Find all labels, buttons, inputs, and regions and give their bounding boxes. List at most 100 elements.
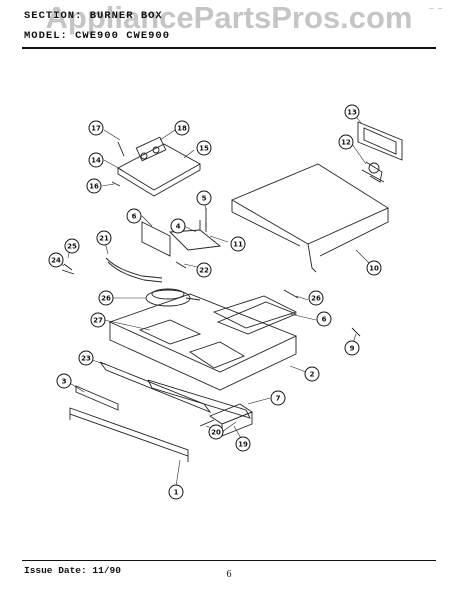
callout-circle: [174, 120, 190, 136]
callout-15: 15: [196, 140, 212, 156]
callout-circle: [168, 484, 184, 500]
callout-label: 6: [322, 316, 327, 324]
callout-circle: [126, 208, 142, 224]
burner-box-floor: [108, 293, 298, 391]
callout-circle: [64, 238, 80, 254]
valve-bracket: [361, 161, 385, 183]
callout-circle: [96, 230, 112, 246]
callout-circle: [308, 290, 324, 306]
callout-26a: 26: [98, 290, 114, 306]
callout-label: 18: [177, 125, 187, 133]
callout-circle: [56, 373, 72, 389]
bottom-channel: [69, 407, 189, 462]
burner-box-cover: [230, 163, 389, 273]
flue-plate: [216, 301, 298, 335]
page-number: 6: [226, 569, 232, 580]
gas-tube: [105, 257, 163, 283]
callout-3: 3: [56, 373, 72, 389]
callout-circle: [48, 252, 64, 268]
callout-label: 24: [51, 257, 61, 265]
callout-circle: [86, 178, 102, 194]
callout-label: 19: [238, 441, 248, 449]
callout-label: 13: [347, 109, 357, 117]
callout-12: 12: [338, 134, 354, 150]
callout-14: 14: [88, 152, 104, 168]
callout-label: 11: [233, 241, 243, 249]
callout-label: 20: [211, 429, 221, 437]
callout-5: 5: [196, 190, 212, 206]
callout-label: 21: [99, 235, 109, 243]
callout-circle: [196, 140, 212, 156]
callout-circle: [196, 262, 212, 278]
callout-label: 26: [101, 295, 111, 303]
callout-circle: [88, 120, 104, 136]
callout-label: 1: [174, 489, 179, 497]
door-trim-frame: [357, 121, 403, 161]
callout-circle: [316, 311, 332, 327]
callout-circle: [230, 236, 246, 252]
front-rail: [99, 361, 212, 414]
callout-24: 24: [48, 252, 64, 268]
header-rule: [22, 47, 436, 49]
callout-2: 2: [304, 366, 320, 382]
callout-label: 4: [176, 223, 181, 231]
callout-label: 15: [199, 145, 209, 153]
callout-circle: [208, 424, 224, 440]
callout-label: 12: [341, 139, 351, 147]
callout-27: 27: [90, 312, 106, 328]
callout-circle: [235, 436, 251, 452]
callout-1: 1: [168, 484, 184, 500]
callout-circle: [366, 260, 382, 276]
callout-26b: 26: [308, 290, 324, 306]
callout-circle: [196, 190, 212, 206]
callout-19: 19: [235, 436, 251, 452]
callout-circle: [78, 350, 94, 366]
model-line: MODEL: CWE900 CWE900: [24, 30, 171, 42]
callout-label: 6: [132, 213, 137, 221]
callout-20: 20: [208, 424, 224, 440]
callout-circle: [344, 340, 360, 356]
callout-17: 17: [88, 120, 104, 136]
callout-label: 9: [350, 345, 355, 353]
callout-label: 14: [91, 157, 101, 165]
callout-circle: [338, 134, 354, 150]
callout-6a: 6: [126, 208, 142, 224]
issue-date: Issue Date: 11/90: [24, 565, 121, 576]
callout-label: 17: [91, 125, 101, 133]
callout-circle: [304, 366, 320, 382]
callout-circle: [170, 218, 186, 234]
control-board: [117, 136, 201, 197]
callout-7: 7: [270, 390, 286, 406]
watermark: AppliancePartsPros.com: [45, 0, 413, 35]
callout-label: 23: [81, 355, 91, 363]
callout-18: 18: [174, 120, 190, 136]
callout-circle: [98, 290, 114, 306]
section-title: SECTION: BURNER BOX: [24, 10, 163, 22]
callout-label: 3: [62, 378, 67, 386]
burner-assembly: [145, 288, 201, 307]
callout-10: 10: [366, 260, 382, 276]
callout-label: 25: [67, 243, 77, 251]
callout-22: 22: [196, 262, 212, 278]
callout-21: 21: [96, 230, 112, 246]
callout-circle: [344, 104, 360, 120]
callout-6b: 6: [316, 311, 332, 327]
callout-label: 10: [369, 265, 379, 273]
callout-label: 16: [89, 183, 99, 191]
callout-25: 25: [64, 238, 80, 254]
spreader: [147, 379, 251, 419]
callout-13: 13: [344, 104, 360, 120]
side-bracket: [75, 385, 119, 411]
callout-label: 2: [310, 371, 315, 379]
callout-label: 22: [199, 267, 209, 275]
callout-label: 27: [93, 317, 103, 325]
callout-circle: [90, 312, 106, 328]
callout-23: 23: [78, 350, 94, 366]
callout-circle: [88, 152, 104, 168]
fasteners: [61, 181, 361, 337]
callout-circle: [270, 390, 286, 406]
callout-label: 26: [311, 295, 321, 303]
callout-9: 9: [344, 340, 360, 356]
callout-label: 7: [276, 395, 281, 403]
